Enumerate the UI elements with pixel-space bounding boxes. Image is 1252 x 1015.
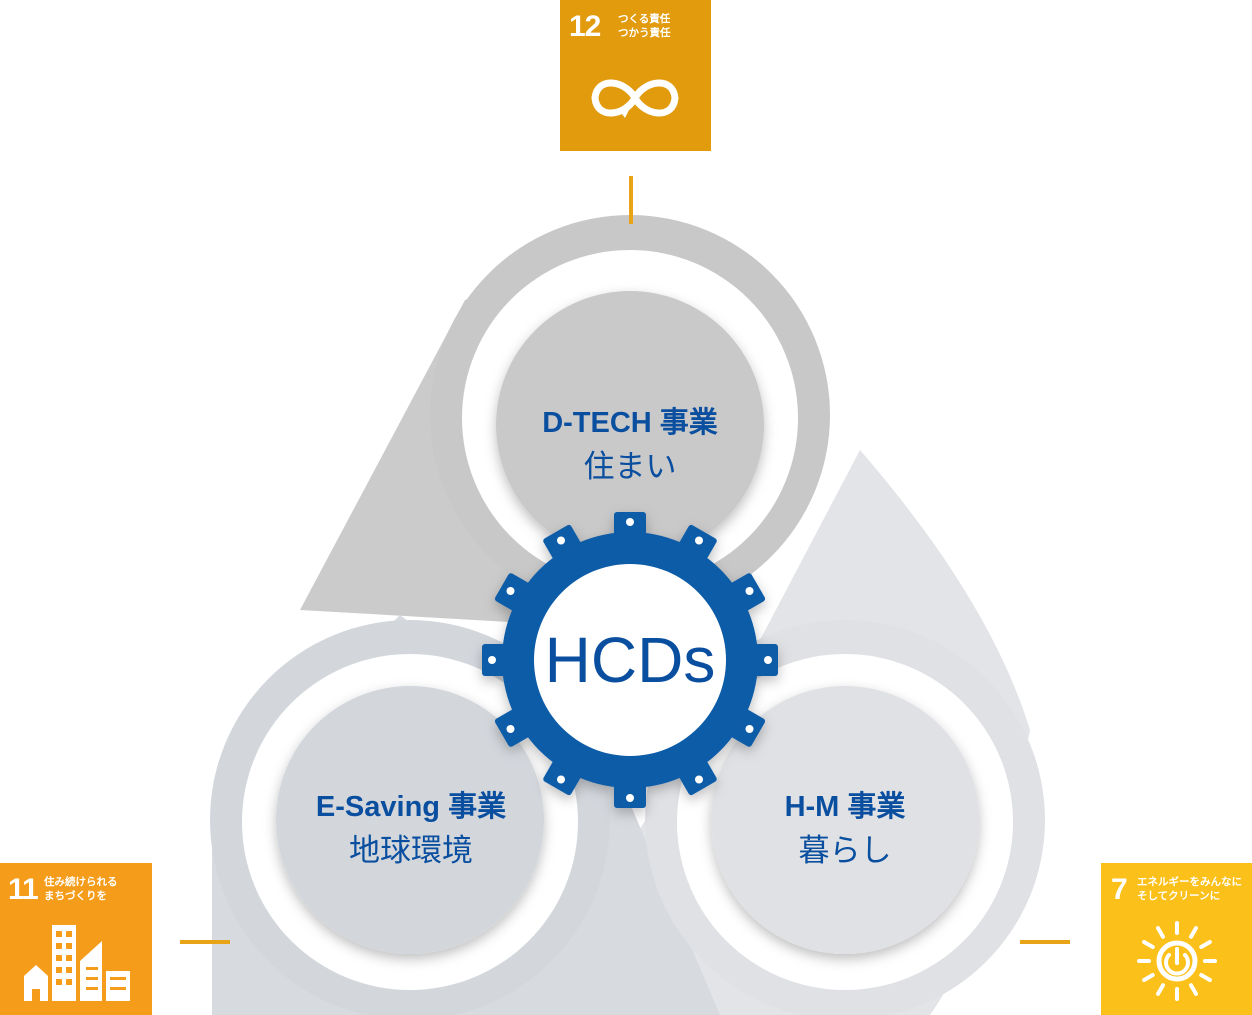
sdg-7-title: エネルギーをみんなに そしてクリーンに	[1137, 875, 1242, 903]
sdg-7-badge: 7 エネルギーをみんなに そしてクリーンに	[1101, 863, 1252, 1015]
sdg-12-number: 12	[569, 10, 601, 43]
sdg-11-title: 住み続けられる まちづくりを	[44, 875, 118, 903]
sdg-12-title-line1: つくる責任	[618, 13, 671, 25]
sdg-11-title-line1: 住み続けられる	[44, 876, 118, 888]
unit-hm-business: H-M 事業	[784, 791, 906, 823]
sdg-7-title-line2: そしてクリーンに	[1137, 890, 1221, 902]
circle-dtech	[496, 291, 764, 559]
sdg-12-title: つくる責任 つかう責任	[618, 12, 671, 40]
sdg-7-title-line1: エネルギーをみんなに	[1137, 876, 1242, 888]
circle-hm	[711, 686, 979, 954]
unit-dtech-theme: 住まい	[583, 449, 677, 485]
sdg-11-number: 11	[8, 873, 39, 906]
unit-esaving-business: E-Saving 事業	[315, 791, 507, 823]
unit-hm: H-M 事業 暮らし	[715, 789, 975, 873]
unit-esaving-theme: 地球環境	[349, 833, 473, 869]
circle-esaving	[276, 686, 544, 954]
sdg-11-title-line2: まちづくりを	[44, 890, 107, 902]
unit-esaving: E-Saving 事業 地球環境	[281, 789, 541, 873]
city-buildings-icon	[24, 925, 130, 1001]
unit-hm-theme: 暮らし	[798, 833, 892, 869]
sdg-7-number: 7	[1111, 873, 1128, 906]
hcds-label: HCDs	[544, 624, 716, 696]
gear-icon	[482, 512, 778, 808]
unit-dtech-business: D-TECH 事業	[542, 407, 718, 439]
infinity-arrow-icon	[591, 79, 679, 118]
sdg-12-badge: 12 つくる責任 つかう責任	[560, 0, 711, 151]
sdg-12-title-line2: つかう責任	[618, 27, 671, 39]
sun-power-icon	[1137, 921, 1217, 1001]
unit-dtech: D-TECH 事業 住まい	[500, 405, 760, 489]
sdg-11-badge: 11 住み続けられる まちづくりを	[0, 863, 152, 1015]
